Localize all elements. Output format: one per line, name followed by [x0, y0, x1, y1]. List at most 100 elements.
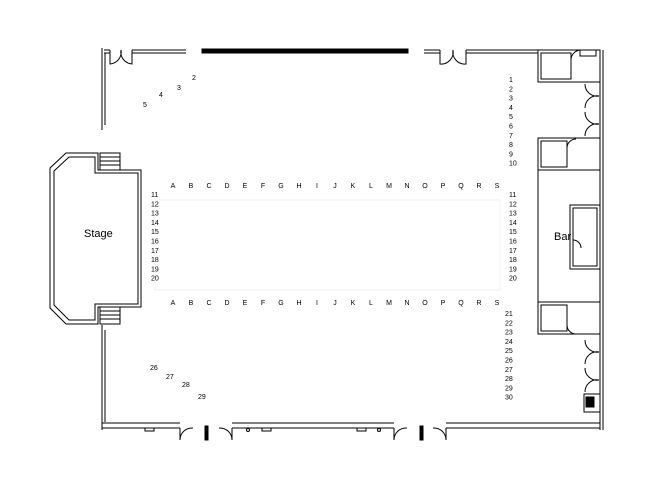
row-label: 22 [505, 320, 513, 327]
column-header: S [495, 300, 500, 307]
corner-label: 5 [143, 102, 147, 109]
row-label: 12 [151, 201, 159, 208]
row-label: 19 [151, 266, 159, 273]
column-header: B [189, 300, 194, 307]
column-header: E [243, 300, 248, 307]
row-label: 8 [509, 142, 513, 149]
column-header: A [171, 300, 176, 307]
column-header: G [278, 300, 283, 307]
row-label: 26 [505, 358, 513, 365]
column-header: R [476, 300, 481, 307]
row-label: 9 [509, 151, 513, 158]
row-label: 11 [509, 192, 516, 199]
row-label: 15 [509, 229, 517, 236]
column-header: P [441, 300, 446, 307]
column-header: C [206, 300, 211, 307]
row-label: 17 [509, 248, 517, 255]
column-header: I [316, 300, 318, 307]
column-header: C [206, 183, 211, 190]
row-label: 1 [509, 77, 513, 84]
row-label: 10 [509, 161, 517, 168]
column-header: O [422, 183, 428, 190]
row-label: 18 [509, 257, 517, 264]
column-header: I [316, 183, 318, 190]
column-headers-bottom: A B C D E F G H I J K L M N O P Q R S [171, 300, 500, 307]
row-label: 29 [505, 385, 513, 392]
row-label: 11 [151, 192, 158, 199]
corner-label: 29 [198, 394, 206, 401]
row-label: 25 [505, 348, 513, 355]
column-header: F [261, 300, 265, 307]
row-label: 4 [509, 105, 513, 112]
row-label: 3 [509, 96, 513, 103]
row-label: 24 [505, 339, 513, 346]
table-area [154, 199, 501, 291]
column-header: J [333, 300, 337, 307]
bar-label: Bar [554, 231, 571, 243]
corner-label: 28 [182, 382, 190, 389]
column-header: O [422, 300, 428, 307]
column-header: B [189, 183, 194, 190]
corner-label: 26 [150, 365, 158, 372]
service-rooms [537, 49, 601, 413]
row-label: 20 [509, 276, 517, 283]
outer-walls [101, 48, 604, 430]
row-labels-right-bottom: 21 22 23 24 25 26 27 28 29 30 [505, 311, 513, 402]
stage-label: Stage [84, 228, 113, 240]
column-header: L [369, 300, 373, 307]
column-header: L [369, 183, 373, 190]
column-header: Q [458, 183, 464, 190]
column-header: R [476, 183, 481, 190]
row-label: 5 [509, 114, 513, 121]
column-header: N [404, 183, 409, 190]
row-label: 6 [509, 124, 513, 131]
bottom-doors [144, 425, 447, 441]
column-header: H [296, 300, 301, 307]
row-label: 13 [509, 211, 517, 218]
row-label: 13 [151, 211, 159, 218]
row-label: 28 [505, 376, 513, 383]
column-header: M [386, 300, 392, 307]
column-header: S [495, 183, 500, 190]
stage-steps-bottom [99, 306, 121, 325]
row-label: 12 [509, 201, 517, 208]
column-header: J [333, 183, 337, 190]
column-header: M [386, 183, 392, 190]
column-header: K [351, 300, 356, 307]
column-header: Q [458, 300, 464, 307]
corner-label: 4 [159, 92, 163, 99]
column-header: N [404, 300, 409, 307]
stage [49, 152, 142, 325]
row-label: 7 [509, 133, 513, 140]
row-label: 23 [505, 330, 513, 337]
row-label: 30 [505, 395, 513, 402]
row-label: 14 [151, 220, 159, 227]
column-header: E [243, 183, 248, 190]
row-label: 21 [505, 311, 513, 318]
row-label: 16 [151, 239, 159, 246]
row-label: 27 [505, 367, 513, 374]
column-header: F [261, 183, 265, 190]
column-header: H [296, 183, 301, 190]
corner-label: 27 [166, 374, 174, 381]
row-label: 17 [151, 248, 159, 255]
stage-steps-top [99, 152, 121, 171]
bar-area [537, 137, 601, 335]
row-label: 2 [509, 86, 513, 93]
column-header: K [351, 183, 356, 190]
row-label: 14 [509, 220, 517, 227]
column-header: D [224, 183, 229, 190]
row-label: 18 [151, 257, 159, 264]
top-doors [109, 49, 467, 65]
column-header: G [278, 183, 283, 190]
column-header: D [224, 300, 229, 307]
row-label: 16 [509, 239, 517, 246]
corner-label: 2 [192, 75, 196, 82]
row-label: 20 [151, 276, 159, 283]
column-header: P [441, 183, 446, 190]
